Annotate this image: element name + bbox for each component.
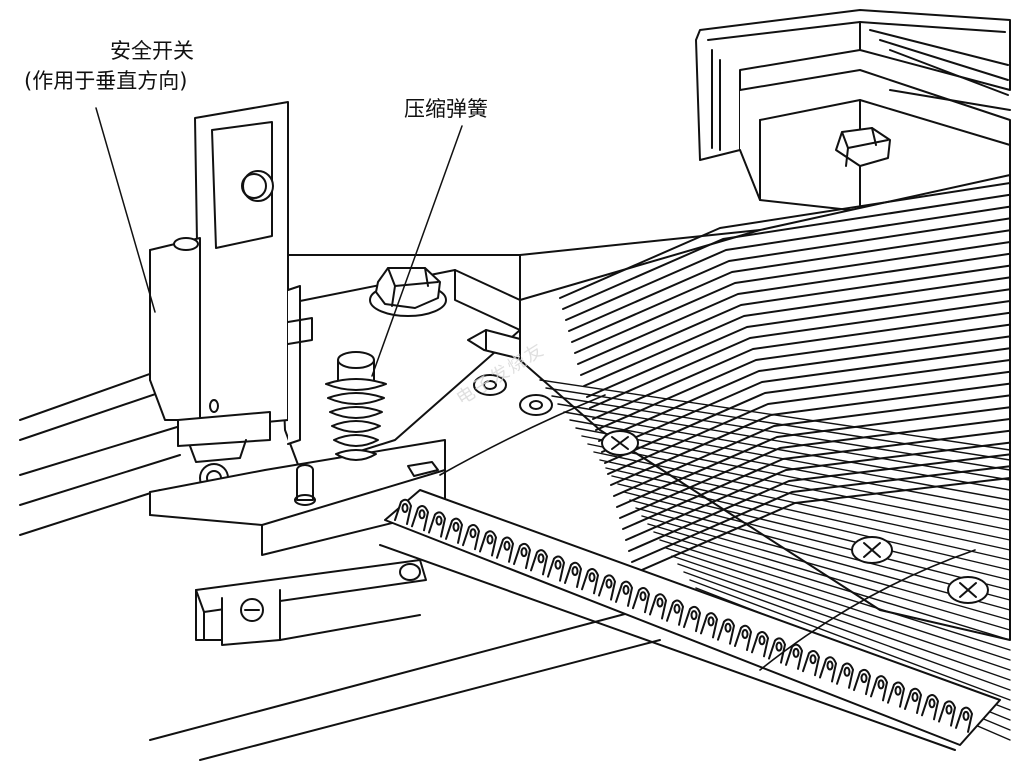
needle-hook bbox=[854, 670, 870, 694]
needle-slat bbox=[575, 242, 1010, 353]
needle-comb bbox=[380, 490, 1000, 750]
needle-groove bbox=[684, 572, 1010, 690]
needle-groove bbox=[564, 412, 1010, 490]
needle-slat bbox=[632, 466, 1010, 562]
leader-lines bbox=[96, 108, 462, 376]
needle-hook bbox=[514, 544, 530, 568]
needle-hook bbox=[718, 619, 734, 643]
needle-groove bbox=[648, 524, 1010, 630]
needle-groove bbox=[540, 380, 1010, 450]
needle-hook bbox=[599, 575, 615, 599]
needle-hook bbox=[667, 601, 683, 625]
needle-hook bbox=[684, 607, 700, 631]
needle-hook bbox=[633, 588, 649, 612]
plate-bolt bbox=[370, 268, 446, 316]
needle-hook bbox=[803, 651, 819, 675]
needle-groove bbox=[678, 564, 1010, 680]
needle-groove bbox=[582, 436, 1010, 520]
needle-hook bbox=[735, 626, 751, 650]
needle-groove bbox=[546, 388, 1010, 460]
needle-groove bbox=[660, 540, 1010, 650]
needle-groove bbox=[630, 500, 1010, 600]
needle-hook bbox=[463, 525, 479, 549]
needle-hook bbox=[752, 632, 768, 656]
needle-slat bbox=[614, 395, 1010, 496]
needle-groove bbox=[624, 492, 1010, 590]
needle-groove bbox=[594, 452, 1010, 540]
needle-hook bbox=[956, 708, 972, 732]
needle-groove bbox=[666, 548, 1010, 660]
needle-slat bbox=[605, 360, 1010, 463]
needle-groove bbox=[690, 580, 1010, 700]
needle-groove bbox=[576, 428, 1010, 510]
needle-groove bbox=[570, 420, 1010, 500]
upper-housing bbox=[696, 10, 1010, 210]
needle-hook bbox=[769, 638, 785, 662]
needle-slat bbox=[584, 277, 1010, 386]
needle-hook bbox=[429, 512, 445, 536]
safety-switch-note: (作用于垂直方向) bbox=[24, 69, 188, 93]
needle-groove bbox=[642, 516, 1010, 620]
needle-bed bbox=[520, 175, 1010, 740]
lower-track bbox=[196, 560, 426, 645]
needle-hook bbox=[616, 582, 632, 606]
needle-groove bbox=[588, 444, 1010, 530]
needle-hook bbox=[939, 701, 955, 725]
needle-groove bbox=[600, 460, 1010, 550]
needle-hook bbox=[871, 676, 887, 700]
needle-slat bbox=[626, 443, 1010, 540]
needle-groove bbox=[606, 468, 1010, 560]
slide-block bbox=[150, 440, 445, 555]
needle-hook bbox=[497, 538, 513, 562]
needle-slat bbox=[587, 289, 1010, 397]
needle-groove bbox=[618, 484, 1010, 580]
needle-slat bbox=[596, 325, 1010, 430]
needle-slat bbox=[566, 207, 1010, 320]
needle-slat bbox=[563, 195, 1010, 309]
needle-slat bbox=[620, 419, 1010, 518]
needle-hook bbox=[837, 664, 853, 688]
needle-slat bbox=[569, 218, 1010, 331]
needle-hook bbox=[650, 594, 666, 618]
needle-groove bbox=[552, 396, 1010, 470]
needle-hook bbox=[531, 550, 547, 574]
needle-hook bbox=[701, 613, 717, 637]
needle-hook bbox=[412, 506, 428, 530]
needle-hook bbox=[905, 689, 921, 713]
needle-slat bbox=[581, 266, 1010, 375]
needle-hook bbox=[446, 519, 462, 543]
needle-slat bbox=[599, 336, 1010, 441]
compression-spring-label: 压缩弹簧 bbox=[404, 97, 488, 121]
safety-switch-label: 安全开关 bbox=[110, 39, 194, 63]
safety-switch bbox=[150, 102, 312, 492]
needle-hook bbox=[565, 563, 581, 587]
needle-groove bbox=[654, 532, 1010, 640]
needle-slat bbox=[578, 254, 1010, 364]
needle-hook bbox=[820, 657, 836, 681]
yarn-lines bbox=[440, 395, 975, 670]
mounting-plate bbox=[280, 270, 520, 470]
needle-groove bbox=[558, 404, 1010, 480]
needle-hook bbox=[582, 569, 598, 593]
needle-hook bbox=[922, 695, 938, 719]
needle-slat bbox=[617, 407, 1010, 507]
needle-hook bbox=[888, 682, 904, 706]
needle-slat bbox=[608, 372, 1010, 474]
needle-groove bbox=[612, 476, 1010, 570]
needle-hook bbox=[395, 500, 411, 524]
needle-hook bbox=[548, 556, 564, 580]
needle-slat bbox=[572, 230, 1010, 342]
housing-bolt bbox=[836, 128, 890, 166]
needle-slat bbox=[560, 183, 1010, 298]
needle-hook bbox=[480, 531, 496, 555]
bed-screws bbox=[602, 431, 988, 603]
needle-hook bbox=[786, 645, 802, 669]
needle-slat bbox=[590, 301, 1010, 408]
